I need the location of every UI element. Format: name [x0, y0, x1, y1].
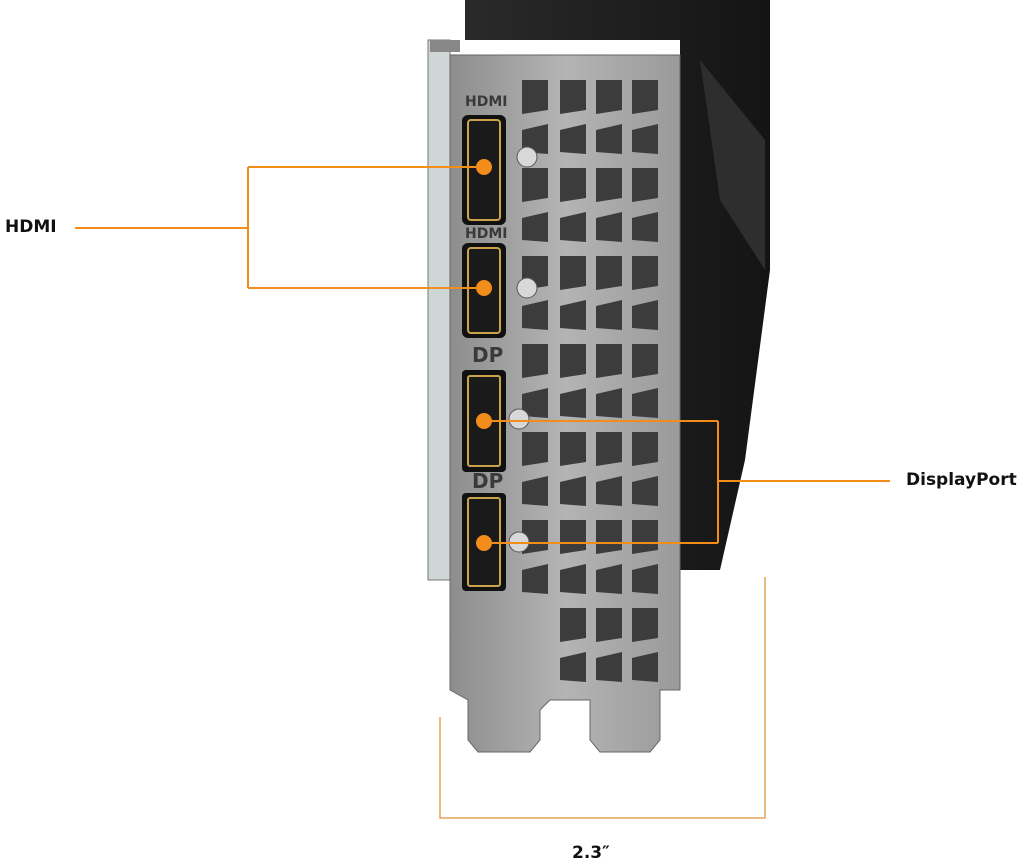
vent-hole — [632, 652, 658, 682]
vent-hole — [560, 520, 586, 554]
width-dimension-label: 2.3″ — [572, 843, 610, 863]
vent-cutouts — [522, 80, 658, 682]
vent-hole — [560, 300, 586, 330]
vent-hole — [560, 344, 586, 378]
vent-hole — [632, 256, 658, 290]
vent-hole — [632, 608, 658, 642]
vent-hole — [632, 520, 658, 554]
vent-hole — [560, 388, 586, 418]
vent-hole — [596, 212, 622, 242]
vent-hole — [522, 168, 548, 202]
vent-hole — [596, 476, 622, 506]
vent-hole — [596, 168, 622, 202]
vent-hole — [522, 300, 548, 330]
vent-hole — [632, 388, 658, 418]
vent-hole — [596, 80, 622, 114]
vent-hole — [596, 124, 622, 154]
vent-hole — [596, 652, 622, 682]
vent-hole — [560, 608, 586, 642]
bracket-marking-hdmi-1: HDMI — [465, 94, 507, 110]
vent-hole — [522, 432, 548, 466]
screw-icons — [508, 146, 538, 553]
vent-hole — [522, 388, 548, 418]
vent-hole — [632, 168, 658, 202]
vent-hole — [560, 168, 586, 202]
vent-hole — [632, 300, 658, 330]
vent-hole — [596, 300, 622, 330]
vent-hole — [560, 124, 586, 154]
vent-hole — [596, 432, 622, 466]
vent-hole — [560, 212, 586, 242]
callout-dots — [476, 159, 492, 551]
vent-hole — [522, 80, 548, 114]
vent-hole — [560, 652, 586, 682]
vent-hole — [596, 520, 622, 554]
vent-hole — [632, 80, 658, 114]
vent-hole — [522, 212, 548, 242]
vent-hole — [522, 124, 548, 154]
displayport-callout-label: DisplayPort — [906, 470, 1017, 490]
callout-lines — [75, 166, 890, 544]
pcb-edge — [427, 39, 451, 581]
vent-hole — [632, 124, 658, 154]
hdmi-callout-label: HDMI — [5, 217, 57, 237]
bracket-marking-dp-2: DP — [472, 469, 503, 493]
vent-hole — [632, 344, 658, 378]
vent-hole — [596, 256, 622, 290]
vent-hole — [632, 476, 658, 506]
vent-hole — [632, 212, 658, 242]
vent-hole — [632, 564, 658, 594]
vent-hole — [596, 564, 622, 594]
vent-hole — [522, 344, 548, 378]
vent-hole — [632, 432, 658, 466]
vent-hole — [596, 344, 622, 378]
vent-hole — [522, 476, 548, 506]
vent-hole — [560, 564, 586, 594]
vent-hole — [560, 432, 586, 466]
vent-hole — [522, 564, 548, 594]
width-dimension-line — [439, 577, 766, 819]
vent-hole — [560, 476, 586, 506]
heatsink-shroud — [465, 0, 770, 570]
vent-hole — [596, 608, 622, 642]
bracket-marking-hdmi-2: HDMI — [465, 226, 507, 242]
vent-hole — [596, 388, 622, 418]
bracket-marking-dp-1: DP — [472, 343, 503, 367]
vent-hole — [560, 80, 586, 114]
vent-hole — [560, 256, 586, 290]
